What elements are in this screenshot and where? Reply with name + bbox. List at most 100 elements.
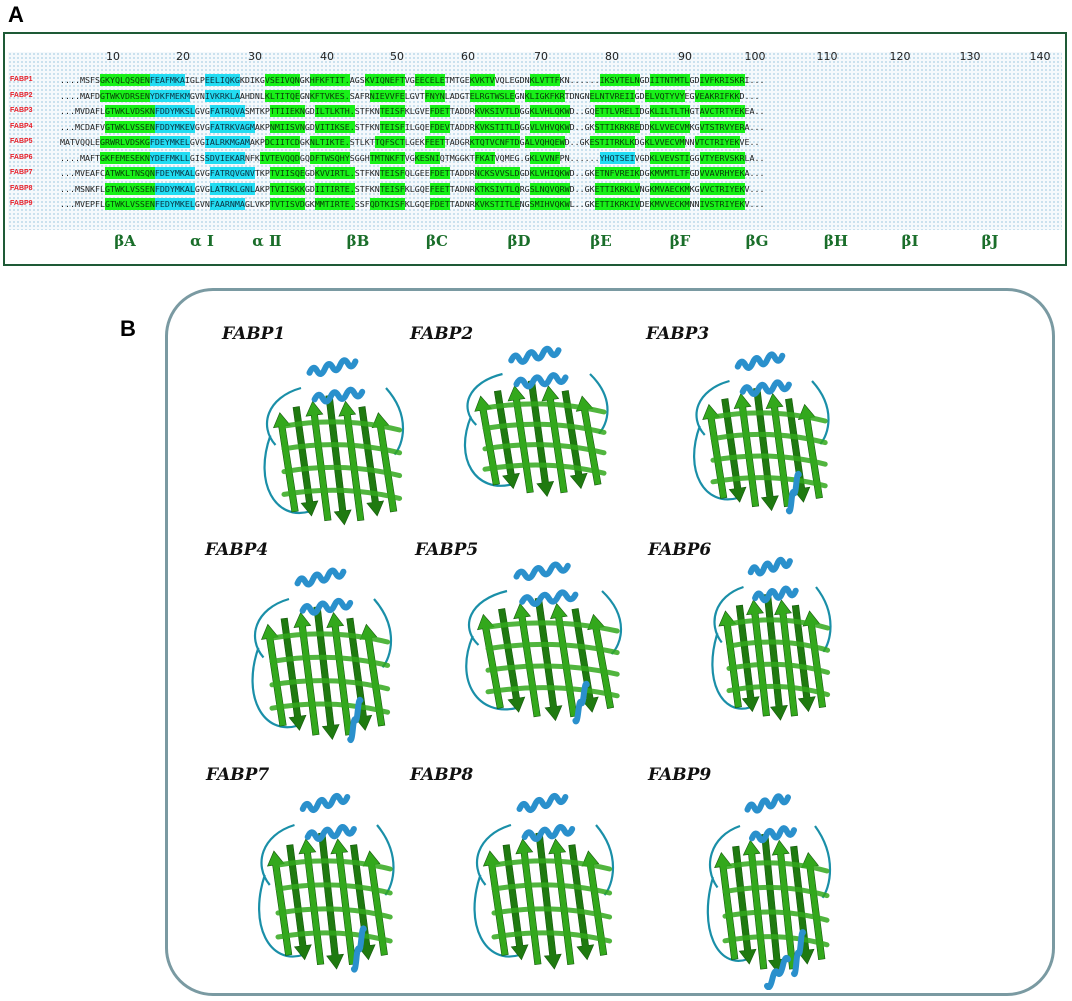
beta-strand-segment: TEISF	[379, 120, 405, 133]
loop-segment: GVG	[194, 106, 210, 116]
beta-strand-segment: TEISF	[379, 167, 405, 179]
beta-strand-segment: IVFKRISKR	[699, 74, 745, 86]
loop-segment: AHDNL	[239, 90, 265, 101]
sheet-crossover	[726, 683, 831, 698]
loop-segment: D..GK	[564, 137, 590, 147]
beta-strand-segment: KLVVECVM	[649, 120, 690, 133]
sheet-crossover	[281, 487, 403, 501]
protein-structure-7	[258, 793, 395, 973]
beta-strand-segment: TEISF	[379, 182, 405, 195]
beta-strand-segment: KLTITQE	[264, 89, 300, 102]
alpha-helix-segment: YHQTSEI	[599, 151, 635, 164]
beta-strand-segment: NIEVVFE	[369, 89, 405, 102]
sheet-crossover	[485, 685, 620, 699]
sheet-crossover	[491, 906, 613, 920]
loop-segment: D..GK	[569, 168, 595, 178]
beta-strand	[763, 593, 788, 721]
sequence-residues: ....MSFSGKYQLQSQENFEAFMKAIGLPEELIQKGKDIK…	[60, 73, 765, 87]
beta-strand-segment: IVTEVQQD	[259, 151, 300, 164]
loop-segment: D..GK	[569, 121, 595, 132]
loop-segment: VQLEGDN	[494, 75, 530, 85]
sheet-crossover	[491, 882, 613, 896]
beta-strand-segment: ELRGTWSLE	[469, 89, 515, 102]
beta-strand-segment: IVSTRIYEK	[699, 198, 745, 210]
loop-segment: GQ	[299, 152, 310, 163]
protein-name: FABP8	[410, 765, 474, 785]
beta-strand-segment: FDET	[429, 105, 450, 117]
beta-strand	[318, 832, 344, 970]
ruler-number: 20	[176, 50, 190, 63]
alpha-helix	[311, 386, 366, 405]
structure-label: βD	[507, 232, 531, 250]
beta-strand-segment: FDEV	[429, 120, 450, 133]
loop-segment: NFK	[244, 152, 260, 163]
alpha-helix	[521, 824, 576, 842]
sheet-crossover	[722, 934, 830, 948]
beta-strand-segment: EECELE	[414, 74, 445, 86]
beta-strand-segment: KLVVNF	[529, 151, 560, 164]
loop-segment: GD	[304, 106, 315, 116]
loop-segment: V...	[744, 183, 765, 194]
protein-structure-1	[263, 357, 404, 526]
sequence-residues: MATVQQLEGRWRLVDSKGFDEYMKELGVGIALRKMGAMAK…	[60, 135, 760, 149]
loop-segment: TADNR	[449, 183, 475, 194]
sheet-crossover	[269, 631, 391, 645]
sheet-crossover	[491, 930, 613, 944]
beta-strand-segment: AVCTRTYEK	[699, 105, 745, 117]
structure-label: βB	[346, 232, 370, 250]
structure-label: βI	[901, 232, 919, 250]
beta-strand-segment: SLNQVQRW	[529, 182, 570, 195]
sheet-crossover	[485, 641, 620, 656]
loop-segment: DG	[639, 106, 650, 116]
protein-structure-5	[465, 561, 622, 725]
loop-segment: G	[519, 137, 525, 147]
alpha-helix	[306, 357, 359, 377]
ruler-number: 10	[106, 50, 120, 63]
loop-segment: ...MSNKFL	[60, 183, 105, 194]
beta-strand-segment: VITIKSE.	[314, 120, 355, 133]
beta-strand-segment: ETNFVREIK	[594, 167, 640, 179]
alpha-helix-segment: FDDYMKAL	[154, 182, 195, 195]
beta-strand	[313, 606, 340, 740]
loop-segment: GK	[299, 75, 310, 85]
alpha-helix	[299, 793, 351, 813]
sheet-crossover	[726, 617, 831, 631]
ruler-number: 120	[889, 50, 911, 63]
ruler-number: 140	[1029, 50, 1051, 63]
beta-strand-segment: KVKSTITLE	[474, 198, 520, 210]
beta-strand-segment: HFKFTIT.	[309, 74, 350, 86]
loop-segment: ...MVDAFL	[60, 106, 105, 116]
sheet-crossover	[485, 620, 620, 634]
loop-segment: GVN	[194, 199, 210, 209]
alpha-helix	[350, 925, 367, 973]
loop-segment: GD	[304, 121, 315, 132]
sheet-crossover	[726, 639, 831, 653]
loop-segment: LGVT	[404, 90, 425, 101]
loop-segment: GVG	[194, 183, 210, 194]
loop-segment: GD	[689, 168, 700, 178]
beta-strand	[753, 387, 779, 512]
loop-segment: STFKN	[354, 106, 380, 116]
alpha-helix	[739, 379, 792, 397]
loop-segment: GD	[519, 168, 530, 178]
alpha-helix	[785, 470, 802, 515]
structure-label: α Ⅱ	[252, 232, 282, 250]
alpha-helix	[513, 372, 569, 390]
beta-strand-segment: KESNI	[414, 151, 440, 164]
sheet-crossover	[482, 421, 607, 435]
loop-segment: DG	[634, 137, 645, 147]
beta-strand-segment: KVKSIVTLD	[474, 105, 520, 117]
loop-segment: D..GK	[569, 183, 595, 194]
beta-strand-segment: NLTIKTE.	[309, 136, 350, 148]
loop-segment: NN	[689, 199, 700, 209]
sequence-residues: ...MVEPFLGTWKLVSSENFEDYMKELGVNFAARNMAGLV…	[60, 197, 765, 211]
loop-segment: GT	[689, 106, 700, 116]
sheet-crossover	[722, 909, 830, 923]
loop-segment: NN	[684, 137, 695, 147]
loop-segment: DE	[639, 199, 650, 209]
loop-segment: TADDR	[449, 106, 475, 116]
alpha-helix	[513, 561, 571, 581]
beta-strand-segment: KLVHLQKW	[529, 105, 570, 117]
sequence-name: FABP2	[10, 91, 33, 99]
protein-name: FABP4	[205, 540, 269, 560]
